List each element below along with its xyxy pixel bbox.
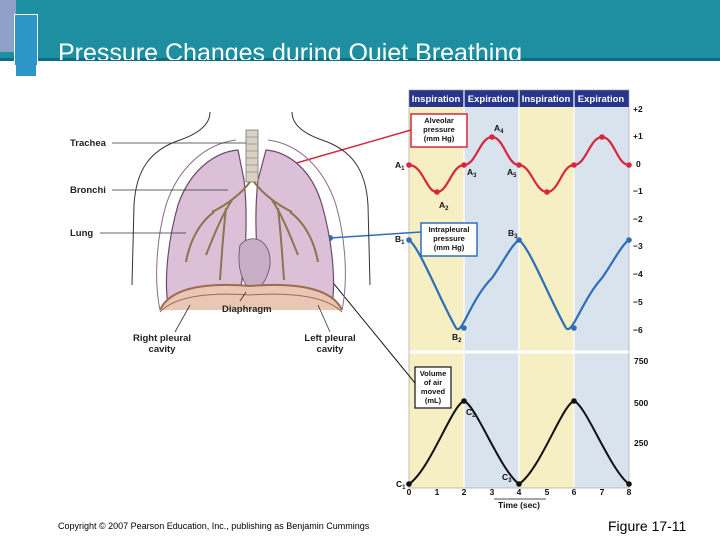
- svg-text:moved: moved: [421, 387, 446, 396]
- label-left-pleural: Left pleural: [304, 333, 355, 344]
- svg-text:Intrapleural: Intrapleural: [429, 225, 470, 234]
- decor-square: [16, 62, 36, 76]
- svg-text:A5: A5: [507, 167, 517, 179]
- label-right-pleural-cavity: cavity: [149, 344, 177, 355]
- tick-label: −2: [633, 214, 643, 224]
- label-left-pleural-cavity: cavity: [317, 344, 345, 355]
- intrapleural-label-box: Intrapleural pressure (mm Hg): [420, 222, 478, 257]
- tick-label: 4: [517, 487, 522, 497]
- tick-label: 7: [600, 487, 605, 497]
- svg-text:B1: B1: [395, 234, 405, 246]
- alveolar-label-box: Alveolar pressure (mm Hg): [410, 113, 468, 148]
- svg-text:C2: C2: [466, 407, 476, 419]
- svg-text:of air: of air: [424, 378, 442, 387]
- phase-band-expiration: [464, 90, 519, 488]
- figure-label: Figure 17-11: [608, 518, 687, 534]
- diaphragm: [159, 283, 343, 311]
- header-rule: [0, 58, 720, 61]
- svg-text:A3: A3: [467, 167, 477, 179]
- svg-text:B2: B2: [452, 332, 462, 344]
- bronchi: [185, 181, 319, 281]
- time-axis: 0 1 2 3 4 5 6 7 8 Time (sec): [407, 487, 632, 510]
- svg-text:(mm Hg): (mm Hg): [434, 243, 465, 252]
- svg-text:(mL): (mL): [425, 396, 442, 405]
- tick-label: 1: [435, 487, 440, 497]
- tick-label: 3: [490, 487, 495, 497]
- tick-label: −3: [633, 241, 643, 251]
- svg-text:C3: C3: [502, 472, 512, 484]
- volume-axis: 750 500 250: [634, 356, 648, 448]
- tick-label: 5: [545, 487, 550, 497]
- decor-square: [0, 0, 16, 52]
- svg-text:B3: B3: [508, 228, 518, 240]
- label-bronchi: Bronchi: [70, 185, 106, 196]
- slide-title: Pressure Changes during Quiet Breathing: [58, 39, 523, 60]
- heart: [238, 238, 271, 293]
- svg-text:A1: A1: [395, 160, 405, 172]
- anatomy-leaders: [100, 142, 331, 333]
- decor-square: [14, 14, 38, 66]
- label-trachea: Trachea: [70, 138, 107, 149]
- svg-text:C1: C1: [396, 479, 406, 491]
- svg-text:A4: A4: [494, 123, 504, 135]
- svg-text:Alveolar: Alveolar: [424, 116, 454, 125]
- tick-label: 0: [407, 487, 412, 497]
- svg-text:pressure: pressure: [433, 234, 465, 243]
- right-lung: [165, 149, 247, 306]
- phase-label: Inspiration: [522, 94, 571, 105]
- lung-illustration: [131, 111, 371, 313]
- tick-label: 750: [634, 356, 648, 366]
- tick-label: 0: [636, 159, 641, 169]
- tick-label: −4: [633, 269, 643, 279]
- left-lung: [255, 149, 335, 306]
- svg-text:A2: A2: [439, 200, 449, 212]
- phase-label: Expiration: [468, 94, 515, 105]
- curve-points: [406, 134, 632, 487]
- trachea: [245, 129, 259, 183]
- tick-label: 2: [462, 487, 467, 497]
- pressure-axis: +2 +1 0 −1 −2 −3 −4 −5 −6: [633, 104, 643, 335]
- tick-label: +1: [633, 131, 643, 141]
- label-right-pleural: Right pleural: [133, 333, 191, 344]
- tick-label: 500: [634, 398, 648, 408]
- volume-label-box: Volume of air moved (mL): [414, 366, 452, 409]
- header-bar: [0, 0, 720, 58]
- point-labels: A1 A2 A3 A4 A5 B1 B2 B3 C1 C2 C3: [395, 123, 518, 491]
- tick-label: −5: [633, 297, 643, 307]
- phase-band: [409, 90, 431, 488]
- tick-label: +2: [633, 104, 643, 114]
- phase-label: Inspiration: [412, 94, 461, 105]
- tick-label: 250: [634, 438, 648, 448]
- svg-text:Volume: Volume: [420, 369, 447, 378]
- tick-label: 6: [572, 487, 577, 497]
- svg-text:(mm Hg): (mm Hg): [424, 134, 455, 143]
- time-axis-label: Time (sec): [498, 500, 540, 510]
- label-lung: Lung: [70, 228, 93, 239]
- tick-label: 8: [627, 487, 632, 497]
- phase-label: Expiration: [578, 94, 625, 105]
- phase-band-expiration: [574, 90, 629, 488]
- copyright-text: Copyright © 2007 Pearson Education, Inc.…: [58, 521, 370, 531]
- tick-label: −1: [633, 186, 643, 196]
- label-diaphragm: Diaphragm: [222, 304, 272, 315]
- tick-label: −6: [633, 325, 643, 335]
- svg-text:pressure: pressure: [423, 125, 455, 134]
